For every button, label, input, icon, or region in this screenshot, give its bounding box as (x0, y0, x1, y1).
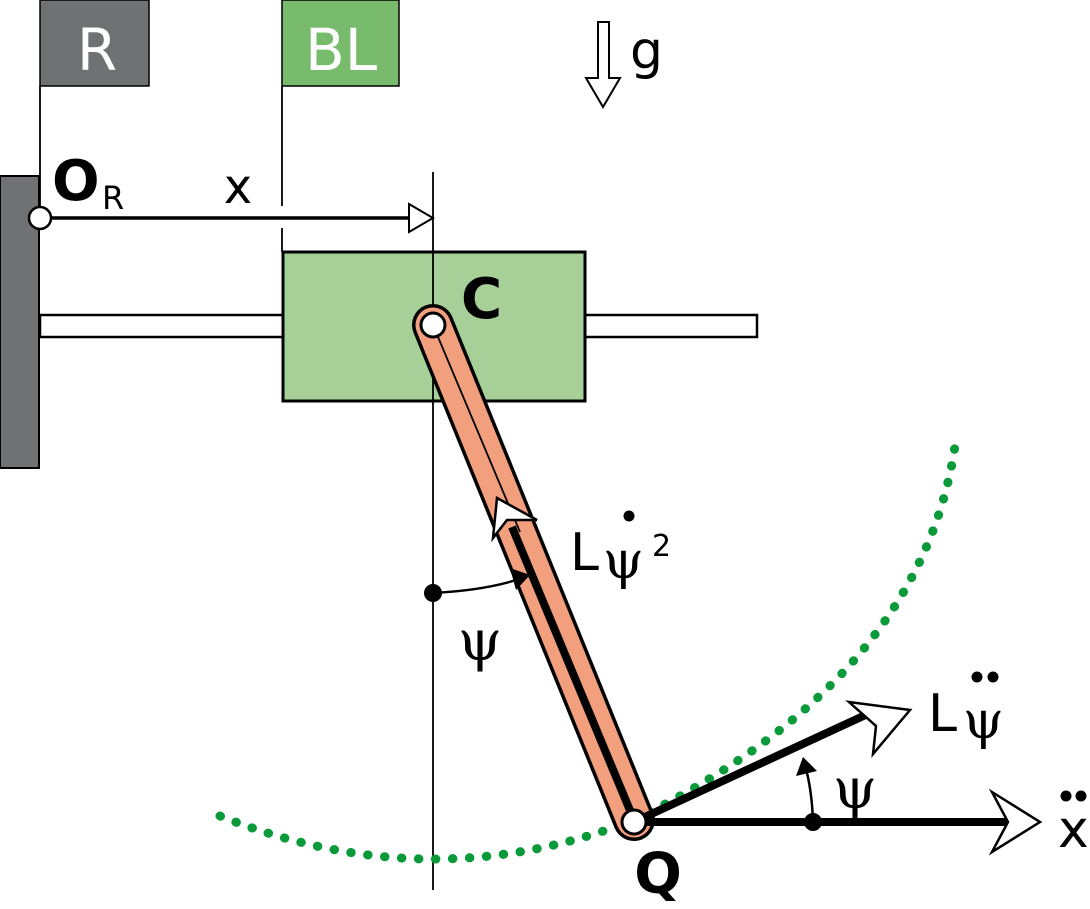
centripetal-label-psi: ψ (603, 531, 644, 591)
pivot-label: C (461, 267, 502, 332)
angle-arc-top (432, 575, 526, 595)
rail-frame-tag: R (39, 0, 150, 87)
centripetal-arrowhead (491, 495, 538, 543)
tip-label: Q (634, 842, 682, 907)
origin-subscript: R (102, 179, 124, 217)
cart-accel-dot-1 (1060, 790, 1072, 802)
gravity-label: g (630, 21, 663, 81)
tip-point (620, 808, 648, 836)
angle-arrowhead-top (510, 568, 530, 590)
pivot-point (419, 311, 447, 339)
angle-label-bottom: ψ (833, 757, 877, 822)
centripetal-vector (508, 525, 638, 822)
centripetal-exponent: 2 (652, 529, 671, 564)
block-frame-label: BL (305, 16, 377, 84)
guide-rod-left (38, 313, 285, 339)
origin-label: O (52, 149, 100, 214)
tangential-label-psi: ψ (963, 691, 1004, 751)
centripetal-dot (623, 510, 635, 522)
tangential-label-L: L (928, 684, 957, 744)
origin-point (27, 205, 53, 231)
position-label: x (224, 159, 252, 215)
block-frame-tag: BL (281, 0, 400, 87)
cart-acceleration-label: x (1058, 800, 1089, 860)
tangential-vector (632, 708, 874, 826)
tangential-dot-1 (971, 671, 983, 683)
angle-label-top: ψ (458, 609, 502, 674)
rail-frame-label: R (77, 16, 117, 84)
centripetal-label-L: L (570, 523, 599, 583)
cart-acceleration-arrowhead (988, 788, 1043, 856)
tangential-dot-2 (987, 671, 999, 683)
cart-accel-dot-2 (1075, 790, 1087, 802)
gravity-arrow (584, 21, 622, 109)
rod-axis-line (432, 324, 521, 533)
angle-arrowhead-bottom (796, 757, 817, 776)
tangential-arrowhead (845, 700, 913, 758)
guide-rod-right (583, 313, 759, 339)
position-arrowhead (408, 202, 435, 234)
